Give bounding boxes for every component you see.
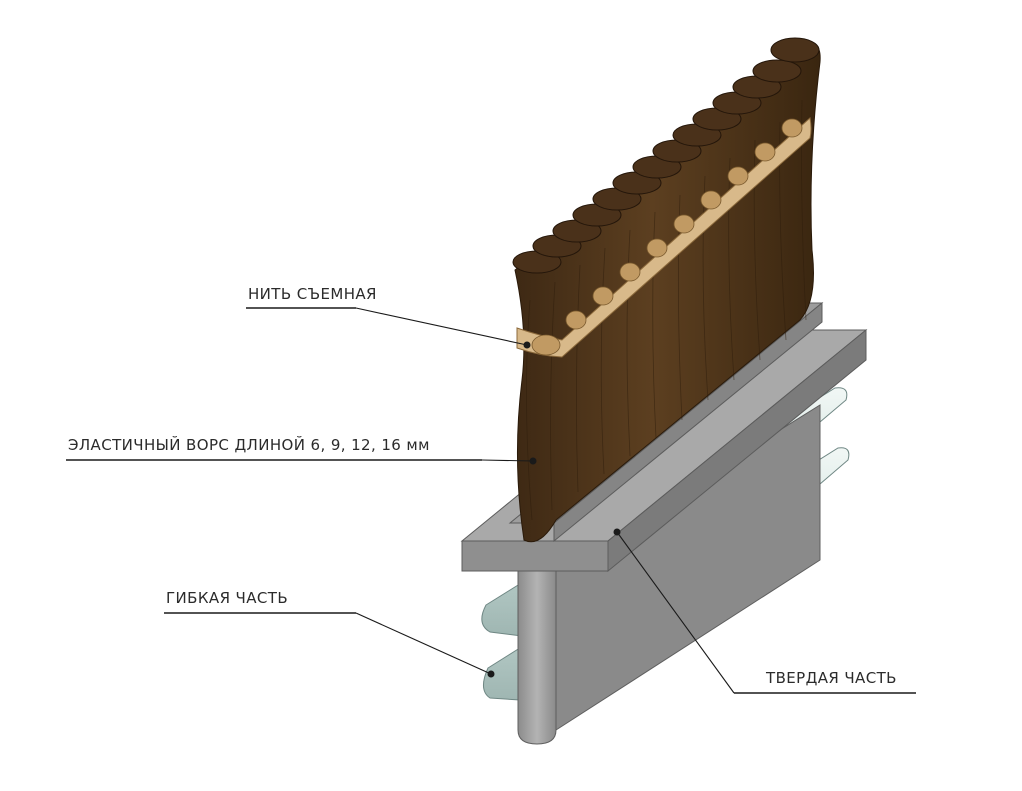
callout-flexible: ГИБКАЯ ЧАСТЬ [164,589,495,678]
label-flexible: ГИБКАЯ ЧАСТЬ [166,589,288,607]
label-rigid: ТВЕРДАЯ ЧАСТЬ [765,669,897,687]
callout-dot-thread [523,341,531,349]
callout-dot-pile [529,457,537,465]
callout-thread: НИТЬ СЪЕМНАЯ [246,285,531,349]
removable-thread [516,117,812,358]
callout-dot-rigid [613,528,621,536]
pile-tuft-tops [512,37,820,274]
callout-rigid: ТВЕРДАЯ ЧАСТЬ [613,528,916,694]
callout-dot-flexible [487,670,495,678]
label-thread: НИТЬ СЪЕМНАЯ [248,285,377,303]
callout-pile: ЭЛАСТИЧНЫЙ ВОРС ДЛИНОЙ 6, 9, 12, 16 мм [66,435,537,465]
profile-stem [517,404,821,745]
label-pile: ЭЛАСТИЧНЫЙ ВОРС ДЛИНОЙ 6, 9, 12, 16 мм [68,435,430,454]
